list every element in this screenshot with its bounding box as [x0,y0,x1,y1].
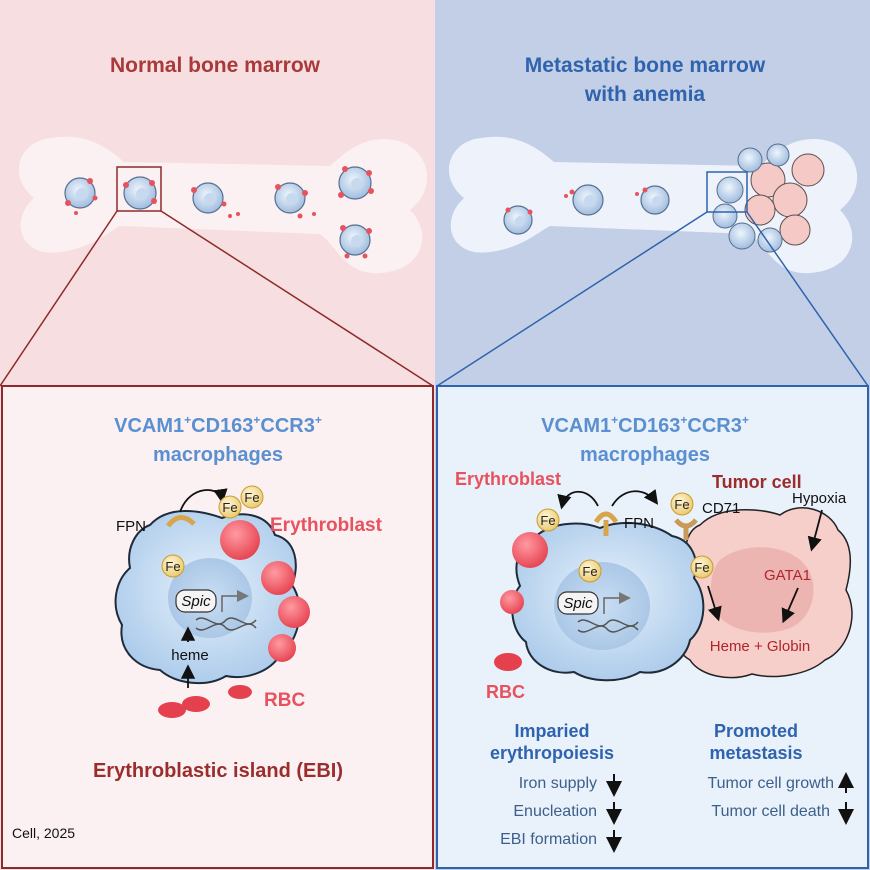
svg-text:Fe: Fe [674,497,689,512]
iron-fe-icon: Fe [240,485,264,509]
cd71-receptor-icon [674,518,698,529]
mini-macrophage [635,185,670,215]
tumor-cell-label: Tumor cell [712,472,802,492]
svg-text:Fe: Fe [222,500,237,515]
right-zoom-line [436,211,708,387]
right-rbc-label: RBC [486,682,525,702]
iron-fe-icon: Fe [690,555,714,579]
dna-icon [195,623,257,631]
left-spic-label: Spic [181,593,211,610]
dna-icon [577,625,639,633]
impaired-item: EBI formation [500,831,597,848]
tumor-nucleus [710,547,814,633]
mini-macrophage [191,182,240,218]
left-title: Normal bone marrow [110,54,321,77]
mini-macrophage [338,166,374,200]
left-zoom-line [0,210,118,387]
heme-globin-label: Heme + Globin [710,638,810,655]
right-erythroblast-label: Erythroblast [455,469,561,489]
impaired-title-1: Imparied [514,721,589,741]
svg-text:Fe: Fe [244,490,259,505]
iron-fe-icon: Fe [218,495,242,519]
iron-to-tumor-arrow [611,489,659,507]
left-erythroblasts [220,520,310,662]
gata1-arrow [781,587,799,624]
iron-to-heme-arrow [707,585,722,622]
right-macrophage-label-line2: macrophages [580,444,710,466]
spic-gene-box [557,591,599,615]
right-title-line2: with anemia [584,83,706,106]
left-mini-cells [64,166,374,259]
svg-text:Fe: Fe [165,559,180,574]
tumor-cluster [712,143,825,253]
fpn-transporter-icon [166,515,196,528]
mini-macrophage [503,205,533,235]
hypoxia-arrow [807,509,823,552]
transcription-arrow [603,592,631,614]
svg-text:Fe: Fe [540,513,555,528]
iron-to-erythroblast-arrow [557,490,599,510]
right-title-line1: Metastatic bone marrow [525,54,766,77]
mini-macrophage [564,184,604,216]
left-fpn-label: FPN [116,518,146,535]
left-rbc-label: RBC [264,690,305,711]
impaired-item: Enucleation [513,803,597,820]
transcription-arrow [221,590,249,612]
ebi-label: Erythroblastic island (EBI) [93,760,343,782]
impaired-title-2: erythropoiesis [490,743,614,763]
left-rbc-group [158,685,252,718]
promoted-title-2: metastasis [709,743,802,763]
right-erythroblasts [494,532,548,671]
promoted-item: Tumor cell growth [707,775,834,792]
mini-macrophage [274,182,316,219]
mini-macrophage [339,224,372,259]
impaired-item: Iron supply [519,775,597,792]
right-spic-label: Spic [563,595,593,612]
promoted-item: Tumor cell death [711,803,830,820]
iron-fe-icon: Fe [578,559,602,583]
mini-macrophage [64,177,98,215]
left-macrophage-label: VCAM1+CD163+CCR3+ [114,413,322,437]
iron-fe-icon: Fe [536,508,560,532]
right-macrophage-label: VCAM1+CD163+CCR3+ [541,413,749,437]
mini-macrophage [123,176,157,210]
left-zoom-box [116,166,162,212]
cd71-label: CD71 [702,500,740,517]
left-iron-export-arrow [179,488,228,513]
svg-text:Fe: Fe [582,564,597,579]
fpn-transporter-icon [593,511,619,524]
right-nucleus [554,562,650,650]
right-zoom-box [706,171,748,213]
promoted-title-1: Promoted [714,721,798,741]
left-zoom-line [160,210,434,387]
left-macrophage-label-line2: macrophages [153,444,283,466]
svg-text:Fe: Fe [694,560,709,575]
left-heme-label: heme [171,647,209,664]
spic-gene-box [175,589,217,613]
right-zoom-line [746,211,869,387]
citation: Cell, 2025 [12,825,75,841]
iron-fe-icon: Fe [670,492,694,516]
left-erythroblast-label: Erythroblast [270,515,383,536]
hypoxia-label: Hypoxia [792,490,847,507]
right-fpn-label: FPN [624,515,654,532]
right-mini-cells [503,143,825,253]
iron-fe-icon: Fe [161,554,185,578]
gata1-label: GATA1 [764,567,811,584]
